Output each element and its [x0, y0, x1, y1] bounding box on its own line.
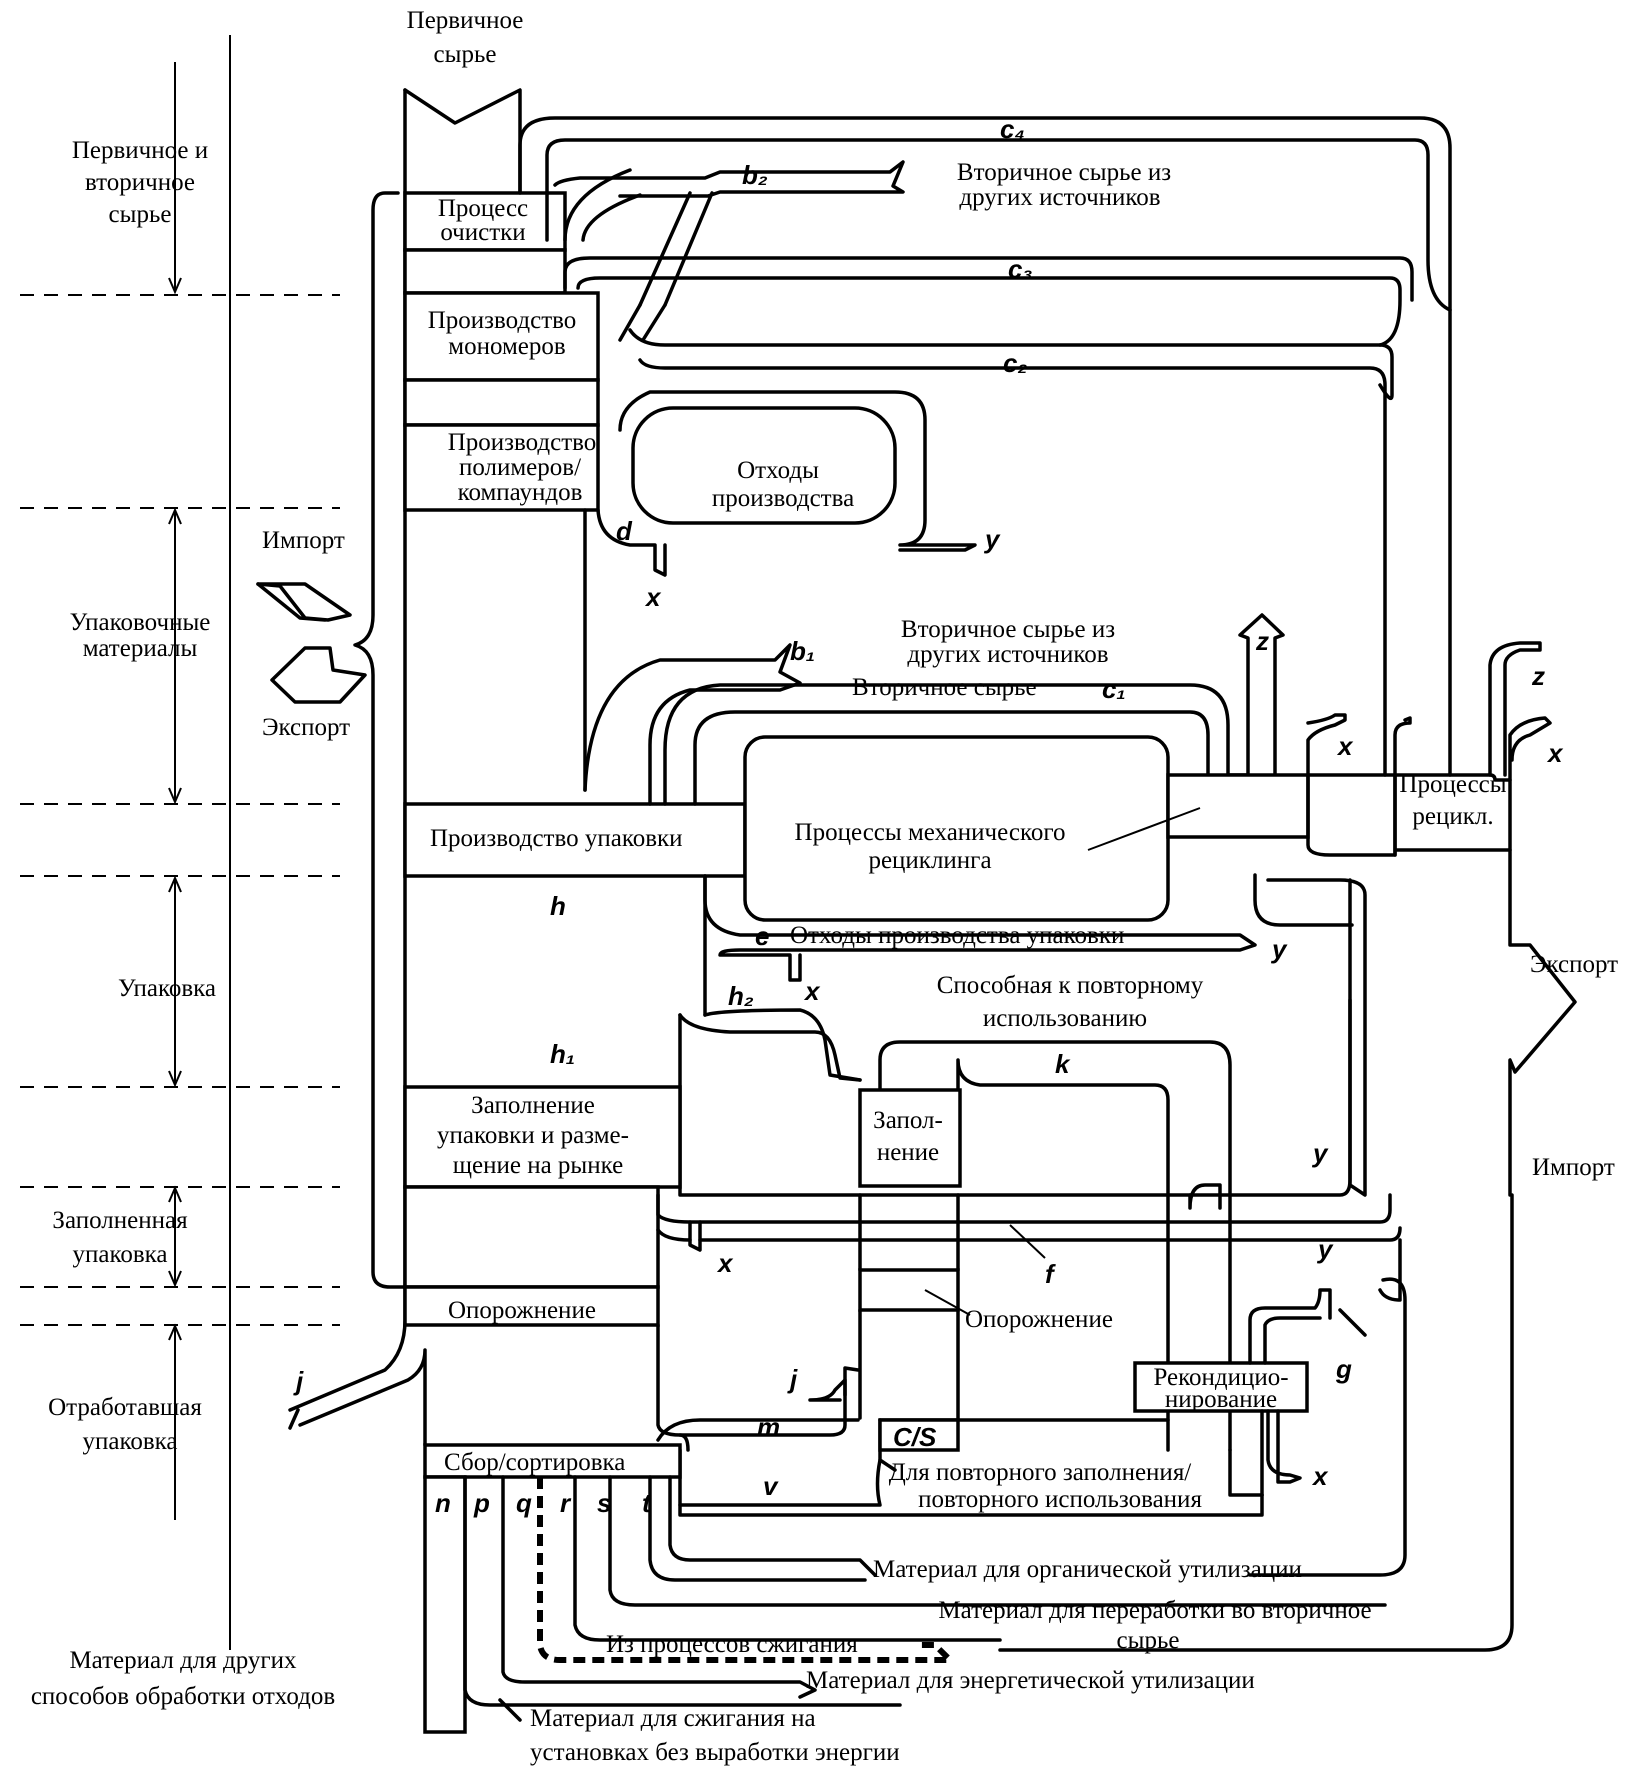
organic-label: Материал для органической утилизации	[873, 1556, 1302, 1583]
cleaning-box	[403, 191, 567, 252]
svg-text:x: x	[644, 582, 662, 612]
reconditioning-label: Рекондицио-нирование	[1153, 1364, 1288, 1413]
top-loops	[518, 116, 1452, 777]
svg-text:x: x	[1311, 1461, 1329, 1491]
svg-text:p: p	[473, 1488, 490, 1518]
refill-reuse-label: Для повторного заполнения/повторного исп…	[889, 1459, 1203, 1513]
svg-text:b₁: b₁	[790, 636, 815, 666]
left-import-label: Импорт	[262, 527, 345, 554]
packaging-production-label: Производство упаковки	[430, 825, 683, 852]
svg-text:j: j	[787, 1364, 798, 1394]
svg-text:x: x	[1546, 738, 1564, 768]
svg-text:x: x	[1336, 731, 1354, 761]
svg-text:b₂: b₂	[742, 160, 768, 190]
svg-text:h₂: h₂	[728, 981, 754, 1011]
svg-text:e: e	[755, 921, 769, 951]
svg-text:t: t	[642, 1488, 652, 1518]
filled-band	[403, 1185, 1402, 1302]
packaging-prod-waste-label: Отходы производства упаковки	[790, 922, 1124, 949]
svg-text:v: v	[763, 1471, 779, 1501]
left-trade-arrows	[256, 191, 407, 1289]
svg-text:d: d	[616, 516, 633, 546]
svg-text:h: h	[550, 891, 566, 921]
polymers-box	[403, 423, 600, 512]
monomers-box	[403, 291, 600, 382]
collection-section	[423, 1323, 1264, 1517]
left-export-label: Экспорт	[262, 714, 350, 741]
svg-text:y: y	[983, 524, 1001, 554]
energy-label: Материал для энергетической утилизации	[806, 1667, 1255, 1694]
svg-text:y: y	[1270, 934, 1288, 964]
svg-text:x: x	[716, 1248, 734, 1278]
stage-axis	[20, 35, 340, 1650]
svg-text:y: y	[1311, 1138, 1329, 1168]
incineration-proc-label: Из процессов сжигания	[606, 1631, 858, 1658]
svg-text:g: g	[1335, 1354, 1352, 1384]
emptying-center-label: Опорожнение	[965, 1306, 1113, 1333]
svg-text:c₄: c₄	[1000, 114, 1025, 144]
svg-text:z: z	[1531, 661, 1545, 691]
emptying-left-label: Опорожнение	[448, 1297, 596, 1324]
svg-text:h₁: h₁	[550, 1039, 575, 1069]
svg-text:m: m	[757, 1412, 780, 1442]
filling-market-box	[403, 1085, 682, 1189]
emptying-center-box	[858, 1268, 960, 1312]
filling-section	[678, 873, 1367, 1452]
emptying-left-box	[403, 1285, 660, 1327]
svg-text:x: x	[803, 976, 821, 1006]
gap-box-2	[403, 378, 600, 427]
svg-text:f: f	[1045, 1259, 1056, 1289]
middle-section	[403, 613, 1412, 1017]
svg-text:c₁: c₁	[1102, 674, 1126, 704]
svg-text:c₂: c₂	[1003, 348, 1027, 378]
recycling-box	[1393, 641, 1577, 1197]
right-export-label: Экспорт	[1530, 951, 1618, 978]
svg-text:k: k	[1055, 1049, 1071, 1079]
cs-label: C/S	[893, 1422, 937, 1452]
svg-text:r: r	[560, 1488, 572, 1518]
svg-text:c₃: c₃	[1008, 254, 1033, 284]
reconditioning-box	[1133, 1361, 1309, 1413]
output-pipes	[423, 1475, 1387, 1734]
gap-box-1	[403, 248, 567, 295]
svg-text:n: n	[435, 1488, 451, 1518]
svg-text:j: j	[293, 1366, 304, 1396]
stage-label-packaging: Упаковка	[118, 975, 216, 1002]
svg-text:z: z	[1255, 626, 1269, 656]
production-waste-loop	[583, 390, 977, 792]
collection-label: Сбор/сортировка	[444, 1449, 625, 1476]
filling-label: Запол-нение	[873, 1107, 943, 1166]
secondary-label: Вторичное сырье	[852, 674, 1037, 701]
right-import-label: Импорт	[1532, 1154, 1615, 1181]
svg-text:s: s	[597, 1488, 611, 1518]
svg-text:q: q	[516, 1488, 532, 1518]
flow-variables: c₄ b₂ c₃ c₂ d x y b₁ c₁ z x z x h e y x …	[293, 114, 1564, 1518]
svg-text:y: y	[1316, 1234, 1334, 1264]
